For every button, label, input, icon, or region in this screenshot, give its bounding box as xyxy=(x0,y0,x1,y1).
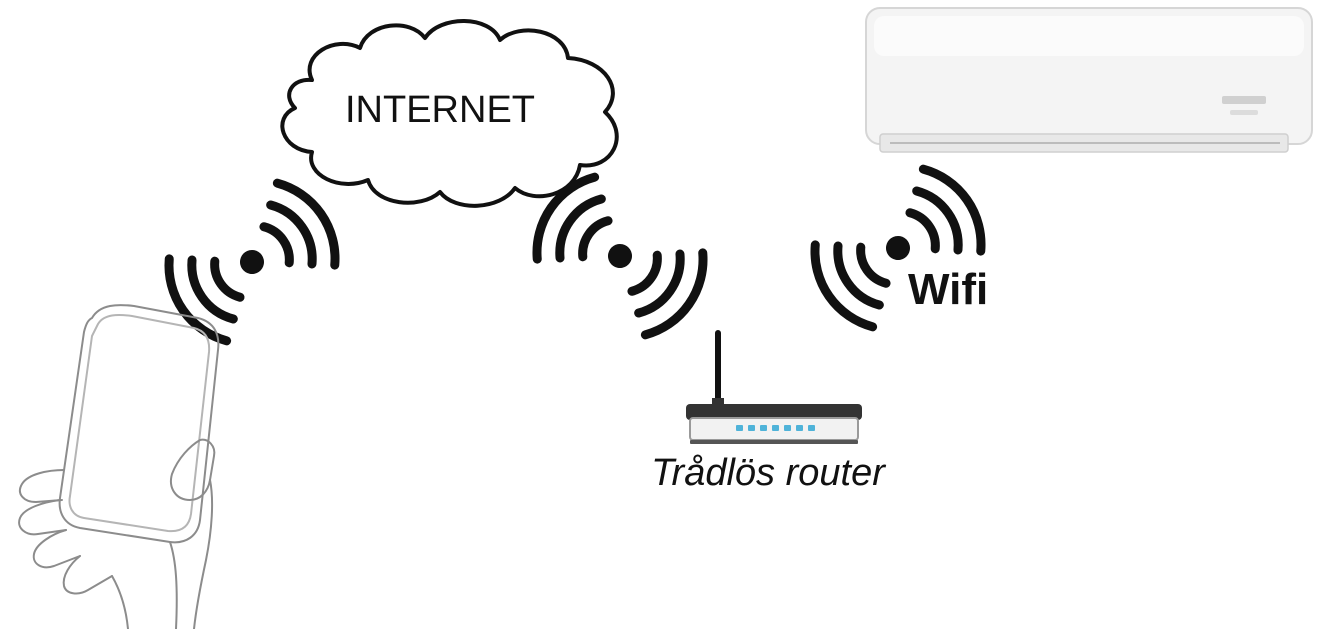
router-label: Trådlös router xyxy=(651,452,886,494)
smartphone-in-hand-icon xyxy=(19,305,218,629)
air-conditioner xyxy=(866,8,1312,152)
wireless-router-icon xyxy=(686,333,862,444)
wifi-label: Wifi xyxy=(908,265,988,314)
wireless-signal-icon xyxy=(154,173,349,351)
phone-signal xyxy=(154,173,349,351)
internet-cloud: INTERNET xyxy=(282,21,616,206)
wireless-router: Trådlös router xyxy=(651,333,886,494)
smartphone-in-hand xyxy=(19,305,218,629)
cloud-label: INTERNET xyxy=(345,89,535,131)
air-conditioner-icon xyxy=(866,8,1312,152)
